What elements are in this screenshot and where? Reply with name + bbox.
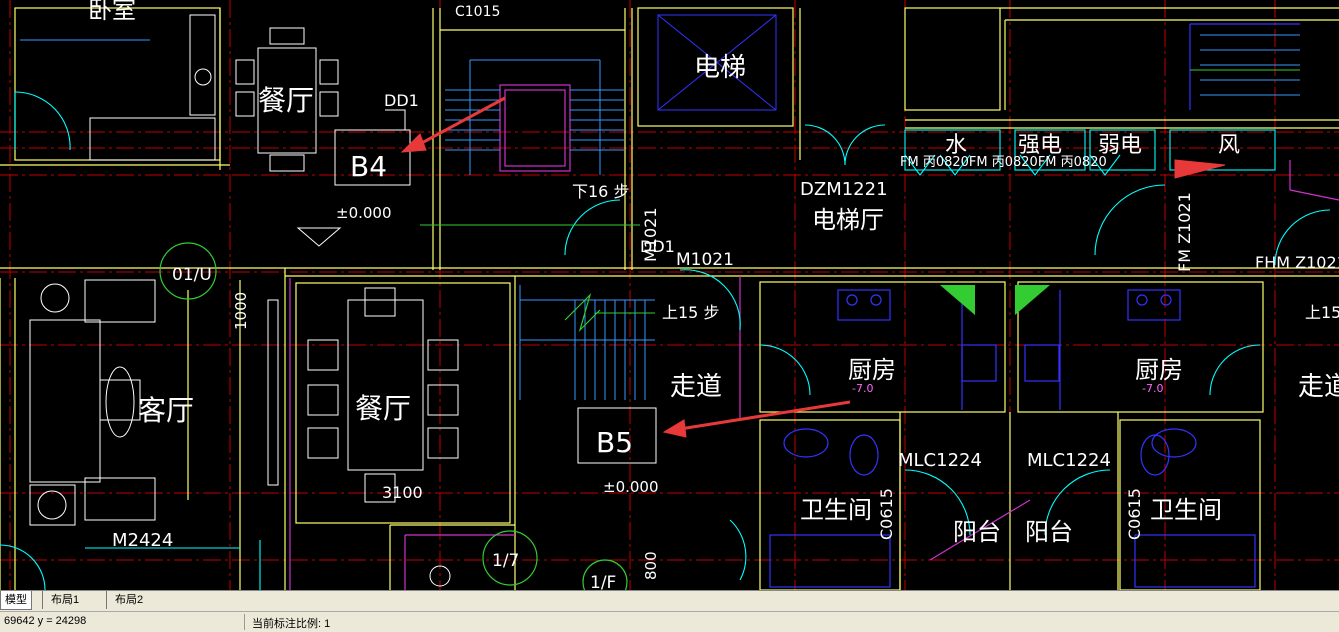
doors-cyan: [0, 91, 1331, 590]
shaft-label-water: 水: [945, 133, 967, 158]
label-m1021-vert: M1021: [641, 207, 660, 262]
room-label-dining-top: 餐厅: [258, 84, 314, 117]
label-elev-b4: ±0.000: [336, 204, 392, 222]
label-axis-1-7: 1/7: [492, 551, 519, 571]
room-label-living: 客厅: [138, 394, 194, 427]
furniture: [29, 14, 459, 587]
tab-layout1[interactable]: 布局1: [42, 591, 87, 609]
axis-grid: [0, 0, 1339, 590]
drawing-labels: 卧室 餐厅 电梯 电梯厅 客厅 餐厅 走道 走道 厨房 厨房 卫生间 卫生间 阳…: [88, 0, 1339, 590]
room-label-corridor-left: 走道: [670, 372, 722, 402]
room-label-elevator: 电梯: [694, 53, 746, 83]
label-m2424: M2424: [112, 530, 173, 551]
label-fm-door: FM Z1021: [1175, 192, 1194, 272]
layout-tab-bar: 模型 布局1 布局2: [0, 590, 1339, 611]
room-label-bath-right: 卫生间: [1150, 496, 1222, 524]
elevator-box: [657, 14, 777, 111]
label-stair-up-right: 上15: [1305, 303, 1339, 322]
label-dim-800: 800: [642, 551, 660, 580]
red-arrows: [400, 96, 1226, 438]
room-label-balcony-left: 阳台: [953, 518, 1001, 546]
green-marks: [159, 69, 1300, 590]
label-stair-down: 下16 步: [572, 182, 629, 201]
room-label-corridor-right: 走道: [1298, 372, 1339, 402]
label-top-partial: C1015: [455, 4, 500, 20]
room-label-bedroom: 卧室: [88, 0, 136, 24]
label-mlc-left: MLC1224: [898, 450, 982, 471]
label-m1021-horiz: M1021: [676, 250, 734, 270]
room-label-kitchen-right: 厨房: [1135, 356, 1183, 384]
label-kitchen-level-left: -7.0: [852, 382, 873, 395]
room-label-kitchen-left: 厨房: [848, 356, 896, 384]
label-b5: B5: [596, 426, 633, 459]
label-dzm: DZM1221: [800, 179, 888, 200]
label-b4: B4: [350, 150, 387, 183]
coordinate-readout: 69642 y = 24298: [4, 615, 87, 627]
shaft-label-wind: 风: [1218, 133, 1240, 158]
status-separator: [244, 614, 245, 630]
label-kitchen-level-right: -7.0: [1142, 382, 1163, 395]
label-stair-up-left: 上15 步: [662, 303, 719, 322]
room-label-bath-left: 卫生间: [800, 496, 872, 524]
label-dd1-mid: DD1: [640, 237, 675, 256]
floor-plan-svg: 卧室 餐厅 电梯 电梯厅 客厅 餐厅 走道 走道 厨房 厨房 卫生间 卫生间 阳…: [0, 0, 1339, 590]
label-c0615-left: C0615: [877, 488, 896, 540]
label-axis-1-f: 1/F: [590, 573, 616, 590]
label-mlc-right: MLC1224: [1027, 450, 1111, 471]
label-fm-row: FM 丙0820FM 丙0820FM 丙0820: [900, 155, 1107, 170]
tab-layout2[interactable]: 布局2: [106, 591, 151, 609]
label-dim-1000: 1000: [232, 292, 250, 330]
status-bar: 69642 y = 24298 当前标注比例: 1: [0, 611, 1339, 632]
label-dd1-top: DD1: [384, 91, 419, 110]
label-axis-01u: 01/U: [172, 265, 212, 285]
label-dim-3100: 3100: [382, 483, 423, 502]
callout-boxes: [296, 109, 657, 464]
stairs: [20, 34, 1300, 400]
label-fhm: FHM Z1021: [1255, 253, 1339, 272]
shaft-label-strong: 强电: [1018, 133, 1062, 158]
room-label-elevator-hall: 电梯厅: [812, 206, 884, 234]
cad-drawing-canvas[interactable]: 卧室 餐厅 电梯 电梯厅 客厅 餐厅 走道 走道 厨房 厨房 卫生间 卫生间 阳…: [0, 0, 1339, 590]
room-label-dining-main: 餐厅: [355, 392, 411, 425]
walls: [0, 7, 1339, 590]
shaft-label-weak: 弱电: [1098, 133, 1142, 158]
annotation-scale-readout[interactable]: 当前标注比例: 1: [252, 618, 331, 630]
tab-model[interactable]: 模型: [0, 591, 32, 610]
room-label-balcony-right: 阳台: [1025, 518, 1073, 546]
fixtures-blue: [769, 23, 1300, 588]
label-c0615-right: C0615: [1125, 488, 1144, 540]
label-elev-b5: ±0.000: [603, 478, 659, 496]
